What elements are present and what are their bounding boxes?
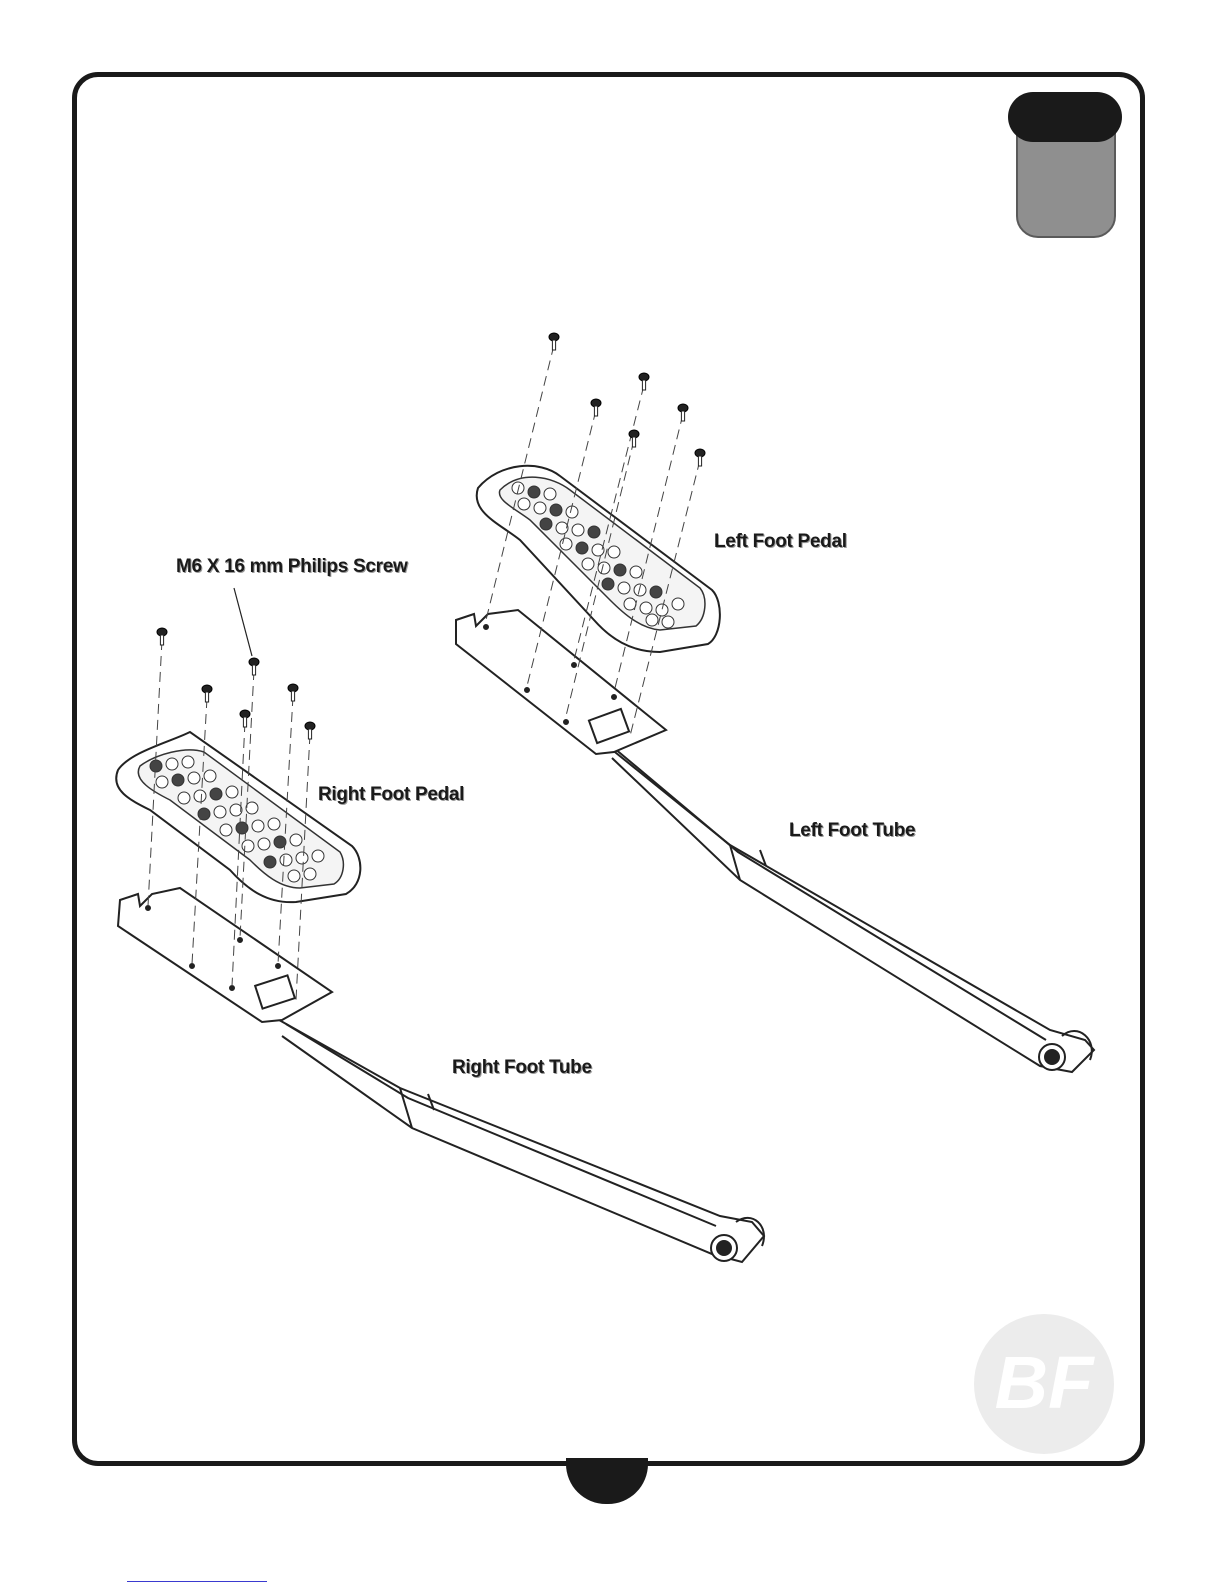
left-tube-label: Left Foot Tube	[789, 820, 915, 842]
left-foot-tube	[600, 740, 1094, 1072]
brand-logo-text: BF	[995, 1341, 1095, 1424]
right-pedal-label: Right Foot Pedal	[318, 784, 464, 806]
screw-label: M6 X 16 mm Philips Screw	[176, 556, 407, 578]
right-screws	[157, 628, 315, 739]
left-pedal-label: Left Foot Pedal	[714, 531, 847, 553]
link-underline	[127, 1581, 267, 1582]
right-foot-tube	[272, 1016, 764, 1262]
brand-logo: BF	[972, 1312, 1117, 1457]
right-tube-label: Right Foot Tube	[452, 1057, 592, 1079]
right-mount-plate	[118, 888, 332, 1022]
screw-callout-leader	[234, 588, 252, 656]
left-screws	[549, 333, 705, 466]
